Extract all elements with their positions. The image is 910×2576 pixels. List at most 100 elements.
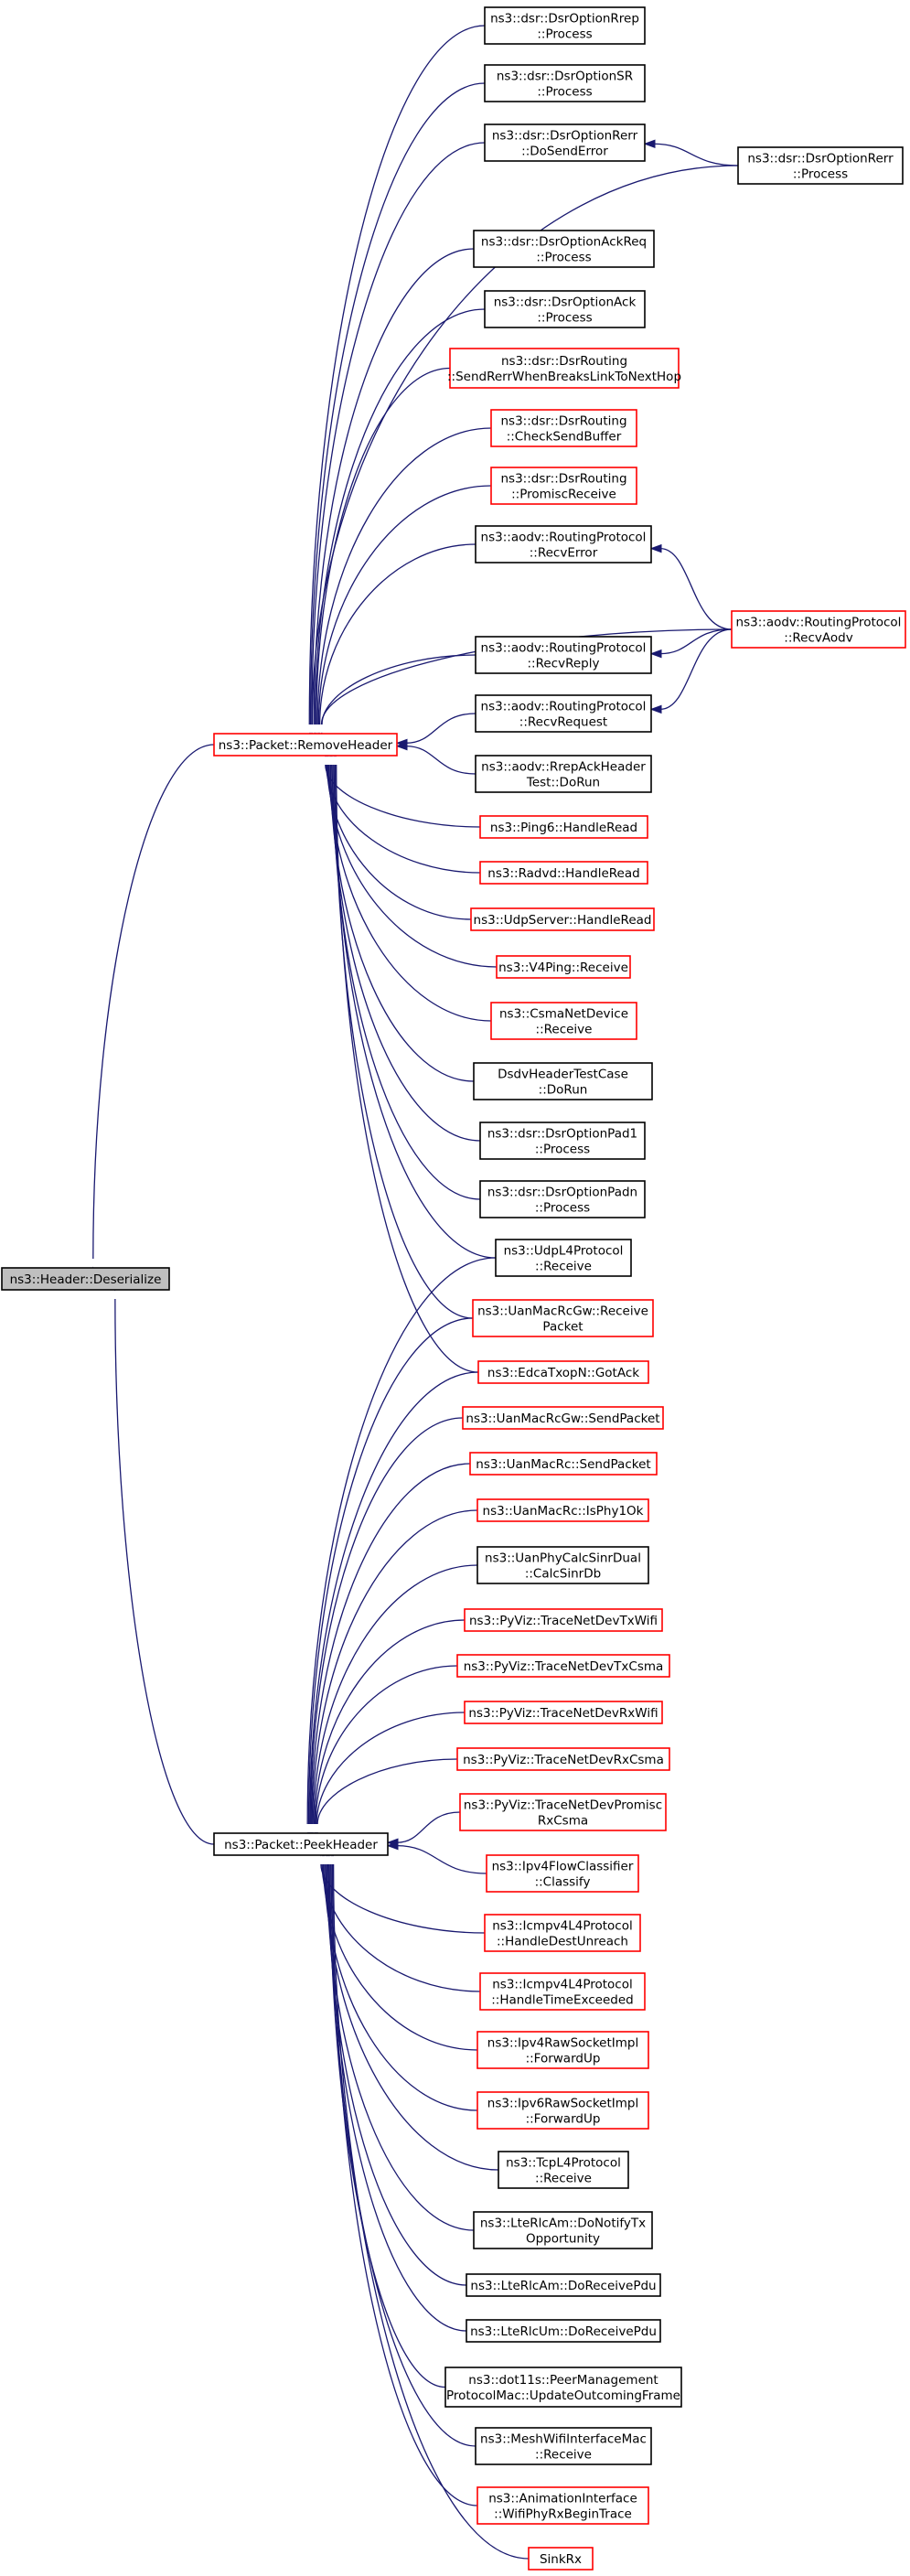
node-dsroptionpad1-process[interactable]: ns3::dsr::DsrOptionPad1::Process bbox=[479, 1122, 646, 1160]
node-label: ns3::MeshWifiInterfaceMac bbox=[480, 2432, 647, 2447]
node-label: ::HandleDestUnreach bbox=[497, 1935, 628, 1949]
node-ipv4flowclassifier-classify[interactable]: ns3::Ipv4FlowClassifier::Classify bbox=[486, 1854, 639, 1893]
node-icmpv4-handledestunreach[interactable]: ns3::Icmpv4L4Protocol::HandleDestUnreach bbox=[484, 1914, 641, 1952]
edge-line bbox=[659, 628, 733, 711]
node-csmanetdevice-receive[interactable]: ns3::CsmaNetDevice::Receive bbox=[490, 1002, 637, 1040]
node-uanmacrcgw-sendpacket[interactable]: ns3::UanMacRcGw::SendPacket bbox=[462, 1406, 664, 1430]
edge-icmpv4_handletimeexceeded-to-packet_peekheader bbox=[317, 1844, 481, 1992]
node-udpl4protocol-receive[interactable]: ns3::UdpL4Protocol::Receive bbox=[495, 1239, 632, 1277]
node-label: ::Process bbox=[537, 85, 592, 100]
node-box bbox=[479, 861, 648, 885]
node-uanmacrc-isphy1ok[interactable]: ns3::UanMacRc::IsPhy1Ok bbox=[476, 1498, 649, 1522]
edge-line bbox=[326, 764, 481, 874]
edge-line bbox=[659, 628, 733, 655]
edge-aodv_recvaodv-to-aodv_recvrequest bbox=[649, 628, 733, 714]
node-icmpv4-handletimeexceeded[interactable]: ns3::Icmpv4L4Protocol::HandleTimeExceede… bbox=[479, 1972, 646, 2011]
node-aodv-recverror[interactable]: ns3::aodv::RoutingProtocol::RecvError bbox=[475, 525, 652, 564]
edge-line bbox=[396, 1844, 487, 1874]
edge-line bbox=[659, 548, 733, 630]
edge-line bbox=[321, 654, 476, 725]
node-label: ns3::CsmaNetDevice bbox=[499, 1007, 628, 1022]
node-radvd-handleread[interactable]: ns3::Radvd::HandleRead bbox=[479, 861, 648, 885]
node-dsroptionrerr-process[interactable]: ns3::dsr::DsrOptionRerr::Process bbox=[737, 146, 904, 185]
node-ipv6rawsocketimpl-forwardup[interactable]: ns3::Ipv6RawSocketImpl::ForwardUp bbox=[476, 2091, 649, 2130]
node-dsrrouting-sendrerr[interactable]: ns3::dsr::DsrRouting::SendRerrWhenBreaks… bbox=[447, 348, 681, 389]
node-pyviz-tracenetdevtxwifi[interactable]: ns3::PyViz::TraceNetDevTxWifi bbox=[464, 1608, 663, 1632]
node-box bbox=[476, 2091, 649, 2130]
edge-arrowhead bbox=[649, 649, 662, 659]
node-ipv4rawsocketimpl-forwardup[interactable]: ns3::Ipv4RawSocketImpl::ForwardUp bbox=[476, 2031, 649, 2069]
edge-line bbox=[331, 764, 481, 1142]
node-box bbox=[490, 467, 637, 505]
edge-line bbox=[396, 1811, 461, 1843]
node-label: ns3::aodv::RoutingProtocol bbox=[481, 531, 647, 545]
node-pyviz-tracenetdevtxcsma[interactable]: ns3::PyViz::TraceNetDevTxCsma bbox=[456, 1654, 670, 1678]
node-edcatxopn-gotack[interactable]: ns3::EdcaTxopN::GotAck bbox=[477, 1360, 649, 1384]
node-dsdvheadertestcase-dorun[interactable]: DsdvHeaderTestCase::DoRun bbox=[473, 1062, 653, 1100]
edge-line bbox=[334, 764, 474, 1319]
node-aodv-recvrequest[interactable]: ns3::aodv::RoutingProtocol::RecvRequest bbox=[475, 694, 652, 733]
node-label: ::SendRerrWhenBreaksLinkToNextHop bbox=[447, 370, 681, 384]
node-udpserver-handleread[interactable]: ns3::UdpServer::HandleRead bbox=[470, 907, 655, 931]
node-box bbox=[456, 1654, 670, 1678]
node-label: ns3::UanMacRc::SendPacket bbox=[476, 1457, 650, 1472]
node-label: ::Receive bbox=[535, 2172, 592, 2186]
edge-v4ping_receive-to-packet_removeheader bbox=[324, 745, 498, 968]
node-dsrrouting-checksendbuffer[interactable]: ns3::dsr::DsrRouting::CheckSendBuffer bbox=[490, 409, 637, 447]
node-label: ns3::LteRlcAm::DoNotifyTx bbox=[480, 2216, 646, 2231]
node-dsroptionackreq-process[interactable]: ns3::dsr::DsrOptionAckReq::Process bbox=[473, 230, 655, 268]
node-label: ::ForwardUp bbox=[526, 2052, 601, 2066]
node-tcpl4protocol-receive[interactable]: ns3::TcpL4Protocol::Receive bbox=[498, 2151, 629, 2189]
edge-line bbox=[322, 1863, 478, 2051]
node-label: ns3::UanMacRc::IsPhy1Ok bbox=[483, 1504, 644, 1519]
node-box bbox=[475, 2427, 652, 2465]
node-label: ::ForwardUp bbox=[526, 2112, 601, 2127]
edge-arrowhead bbox=[649, 704, 662, 714]
node-aodv-recvaodv[interactable]: ns3::aodv::RoutingProtocol::RecvAodv bbox=[731, 610, 906, 649]
node-label: ::Process bbox=[537, 311, 592, 326]
node-label: ::Classify bbox=[535, 1875, 591, 1890]
node-ping6-handleread[interactable]: ns3::Ping6::HandleRead bbox=[479, 815, 648, 839]
node-label: ns3::Radvd::HandleRead bbox=[487, 866, 639, 881]
node-label: ::Process bbox=[535, 1201, 590, 1216]
node-uanmacrc-sendpacket[interactable]: ns3::UanMacRc::SendPacket bbox=[469, 1452, 658, 1476]
node-pyviz-tracenetdevrxwifi[interactable]: ns3::PyViz::TraceNetDevRxWifi bbox=[464, 1701, 663, 1724]
node-lterlcam-doreceivepdu[interactable]: ns3::LteRlcAm::DoReceivePdu bbox=[466, 2273, 661, 2297]
node-dsroptionrerr-dosenderror[interactable]: ns3::dsr::DsrOptionRerr::DoSendError bbox=[484, 123, 646, 162]
node-box bbox=[479, 1180, 646, 1218]
node-dsroptionsr-process[interactable]: ns3::dsr::DsrOptionSR::Process bbox=[484, 64, 646, 102]
node-uanphycalcsinrdual[interactable]: ns3::UanPhyCalcSinrDual::CalcSinrDb bbox=[476, 1546, 649, 1584]
node-box bbox=[464, 1701, 663, 1724]
node-packet-removeheader[interactable]: ns3::Packet::RemoveHeader bbox=[213, 733, 398, 757]
node-aodv-recvreply[interactable]: ns3::aodv::RoutingProtocol::RecvReply bbox=[475, 636, 652, 674]
edge-uanmacrcgw_receivepacket-to-packet_removeheader bbox=[330, 745, 474, 1319]
node-animationinterface-wifiphyrxbegintrace[interactable]: ns3::AnimationInterface::WifiPhyRxBeginT… bbox=[476, 2486, 649, 2525]
node-meshwifiinterfacemac-receive[interactable]: ns3::MeshWifiInterfaceMac::Receive bbox=[475, 2427, 652, 2465]
edge-udpserver_handleread-to-packet_removeheader bbox=[323, 745, 472, 920]
node-lterlcum-doreceivepdu[interactable]: ns3::LteRlcUm::DoReceivePdu bbox=[466, 2319, 661, 2343]
node-box bbox=[484, 6, 646, 45]
node-label: ns3::PyViz::TraceNetDevRxWifi bbox=[468, 1706, 658, 1721]
node-sinkrx[interactable]: SinkRx bbox=[528, 2547, 594, 2571]
node-header-deserialize[interactable]: ns3::Header::Deserialize bbox=[1, 1267, 170, 1291]
node-pyviz-tracenetdevrxcsma[interactable]: ns3::PyViz::TraceNetDevRxCsma bbox=[456, 1747, 670, 1771]
node-dot11s-peermanagement[interactable]: ns3::dot11s::PeerManagementProtocolMac::… bbox=[444, 2367, 682, 2408]
node-box bbox=[456, 1747, 670, 1771]
node-dsroptionack-process[interactable]: ns3::dsr::DsrOptionAck::Process bbox=[484, 290, 646, 328]
node-dsroptionpadn-process[interactable]: ns3::dsr::DsrOptionPadn::Process bbox=[479, 1180, 646, 1218]
node-dsrrouting-promiscreceive[interactable]: ns3::dsr::DsrRouting::PromiscReceive bbox=[490, 467, 637, 505]
node-label: ns3::dsr::DsrOptionAckReq bbox=[481, 235, 647, 250]
node-box bbox=[213, 733, 398, 757]
node-packet-peekheader[interactable]: ns3::Packet::PeekHeader bbox=[213, 1832, 389, 1856]
edge-lterlcam_doreceivepdu-to-packet_peekheader bbox=[323, 1844, 467, 2286]
node-dsroptionrrep-process[interactable]: ns3::dsr::DsrOptionRrep::Process bbox=[484, 6, 646, 45]
edge-line bbox=[307, 1317, 474, 1825]
node-label: ns3::Ipv6RawSocketImpl bbox=[487, 2097, 638, 2111]
node-label: ns3::LteRlcUm::DoReceivePdu bbox=[470, 2324, 657, 2339]
node-v4ping-receive[interactable]: ns3::V4Ping::Receive bbox=[496, 955, 631, 979]
